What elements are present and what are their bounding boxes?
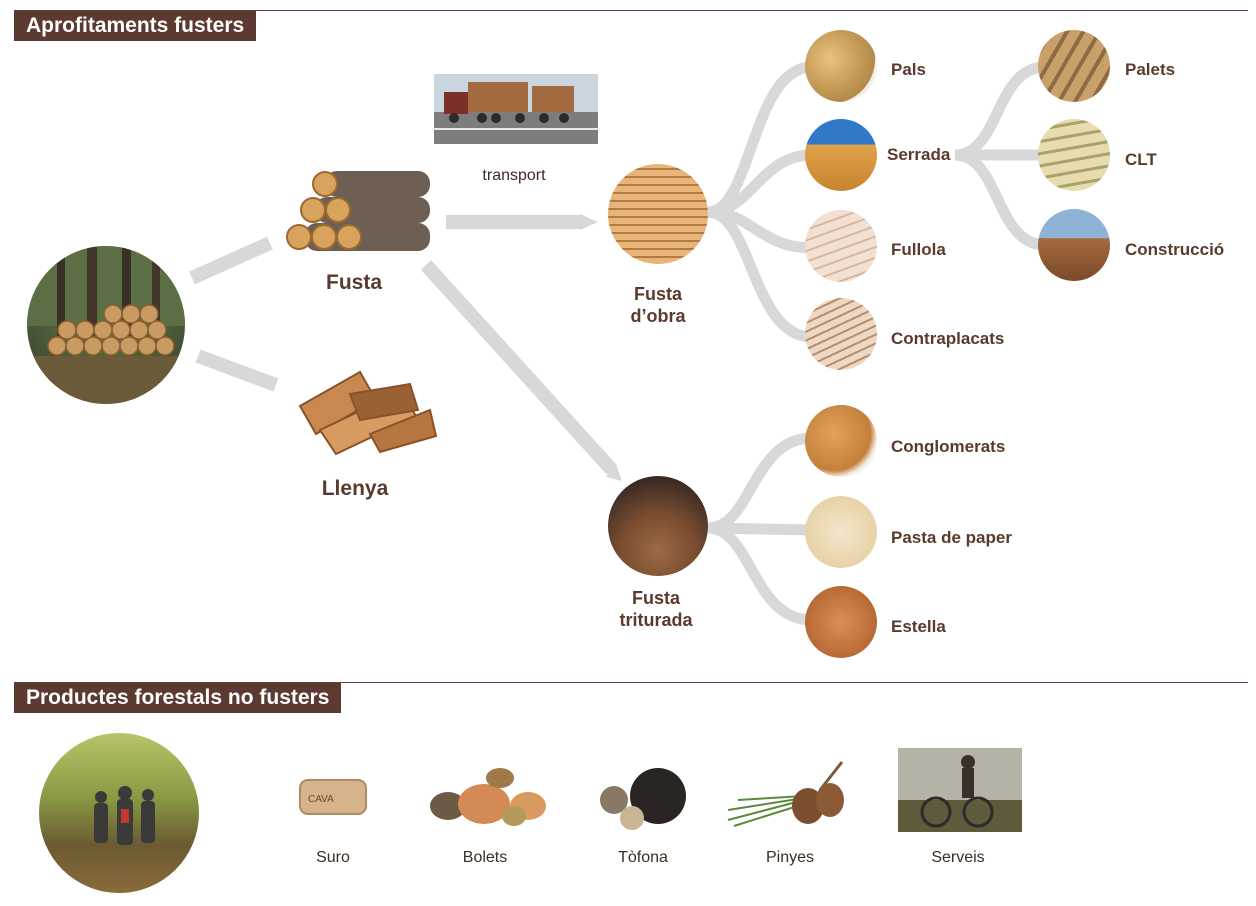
pasta-paper-photo (805, 496, 877, 568)
arrowhead-obra (580, 214, 598, 230)
branch-contraplacats (707, 206, 813, 343)
fusta-obra-photo (608, 164, 708, 264)
serrada-photo (805, 119, 877, 191)
fusta-triturada-photo (608, 476, 708, 576)
product-label-construccio: Construcció (1125, 240, 1225, 259)
cork-icon: CAVA (299, 779, 367, 815)
branch-conglomerats (707, 432, 813, 534)
cyclist-icon (898, 748, 1022, 832)
log-stack-icon (286, 171, 430, 251)
branch-serrada (707, 149, 813, 218)
cork-stamp: CAVA (308, 794, 334, 805)
branch-palets (954, 61, 1046, 161)
node-label-fusta-obra: Fusta d’obra (630, 283, 685, 327)
connector-forest-llenya (195, 349, 279, 392)
node-label-llenya: Llenya (321, 477, 389, 500)
suro-cork-image: CAVA (296, 772, 372, 826)
contraplacats-photo (805, 298, 877, 370)
product-label-fullola: Fullola (891, 240, 946, 259)
node-label-fusta-triturada: Fusta triturada (619, 587, 692, 631)
fusta-obra-line-1: Fusta (633, 284, 683, 304)
forest-logs-drawing (27, 246, 185, 404)
fusta-logs-image (285, 165, 435, 257)
product-label-pals: Pals (891, 60, 926, 79)
product-label-conglomerats: Conglomerats (891, 437, 1006, 456)
product-label-serrada: Serrada (887, 145, 951, 164)
connector-fusta-triturada (420, 260, 618, 475)
arrowheads (580, 214, 622, 481)
transport-truck-image (434, 74, 598, 144)
fusta-triturada-line-1: Fusta (631, 588, 681, 608)
estella-photo (805, 586, 877, 658)
fullola-photo (805, 210, 877, 282)
section-rule-nonwood (14, 682, 1248, 683)
serveis-cyclist-image (898, 748, 1022, 832)
node-label-transport: transport (482, 167, 546, 184)
llenya-firewood-image (290, 364, 438, 456)
product-label-palets: Palets (1125, 60, 1176, 79)
truck-icon (434, 74, 598, 144)
product-label-clt: CLT (1125, 150, 1157, 169)
fusta-obra-line-2: d’obra (630, 306, 686, 326)
arrowhead-triturada (606, 464, 622, 481)
construccio-photo (1038, 209, 1110, 281)
palets-photo (1038, 30, 1110, 102)
section-title-wood: Aprofitaments fusters (14, 11, 257, 41)
pinecones-icon (727, 761, 844, 827)
nonwood-label-tofona: Tòfona (618, 849, 668, 866)
connector-forest-fusta (189, 236, 273, 285)
hikers-forest-photo (39, 733, 199, 893)
section-rule-wood (14, 10, 1248, 11)
nonwood-label-pinyes: Pinyes (765, 849, 815, 866)
branch-pals (706, 61, 813, 218)
node-label-fusta: Fusta (325, 271, 383, 294)
branch-estella (707, 522, 813, 626)
fusta-triturada-line-2: triturada (619, 610, 693, 630)
firewood-icon (298, 370, 438, 456)
tofona-truffle-image (596, 764, 692, 832)
nonwood-label-bolets: Bolets (462, 849, 508, 866)
product-label-contraplacats: Contraplacats (891, 329, 1005, 348)
nonwood-label-suro: Suro (316, 849, 350, 866)
clt-photo (1038, 119, 1110, 191)
section-title-nonwood: Productes forestals no fusters (14, 683, 342, 713)
mushrooms-icon (430, 768, 546, 826)
product-label-pasta-paper: Pasta de paper (891, 528, 1012, 547)
product-label-estella: Estella (891, 617, 946, 636)
forest-logs-photo (27, 246, 185, 404)
pals-photo (805, 30, 877, 102)
bolets-mushrooms-image (428, 762, 550, 832)
conglomerats-photo (805, 405, 877, 477)
hikers-drawing (94, 786, 155, 845)
nonwood-label-serveis: Serveis (931, 849, 985, 866)
truffle-icon (600, 768, 686, 830)
branch-construccio (954, 149, 1046, 251)
pinyes-pinecones-image (724, 760, 850, 830)
